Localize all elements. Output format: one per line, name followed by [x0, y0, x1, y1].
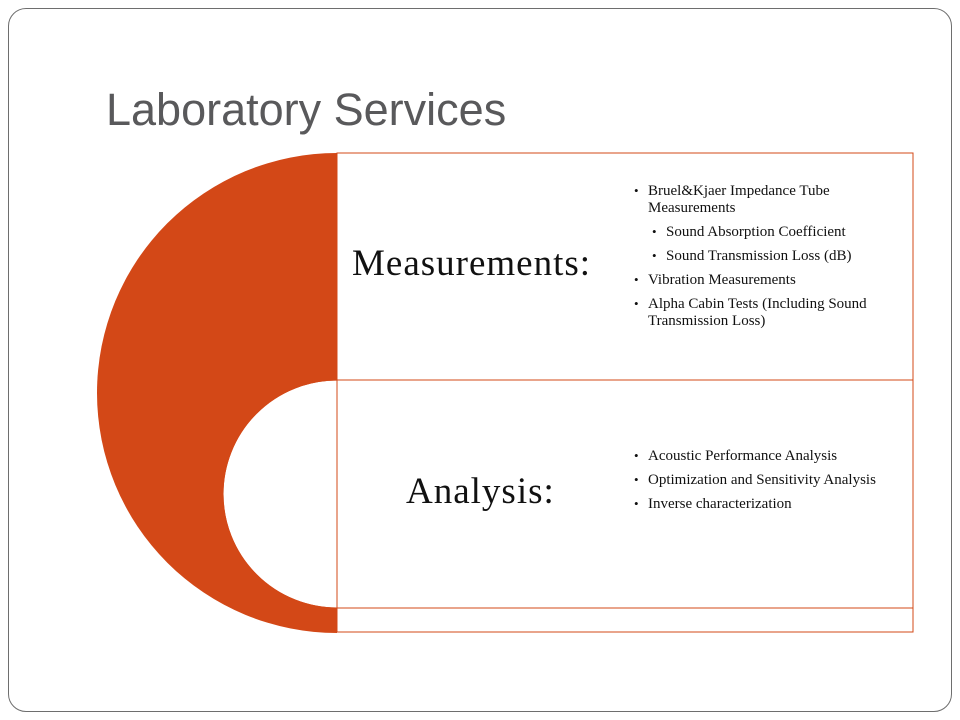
sub-bullet-item: Sound Transmission Loss (dB) [650, 247, 902, 265]
bullet-item: Bruel&Kjaer Impedance Tube Measurements [632, 182, 902, 217]
bullet-item: Vibration Measurements [632, 271, 902, 289]
analysis-label: Analysis: [406, 471, 555, 512]
measurements-label: Measurements: [352, 243, 592, 284]
measurements-bullet-list: Bruel&Kjaer Impedance Tube Measurements … [632, 182, 902, 337]
bullet-item: Inverse characterization [632, 495, 902, 513]
bullet-item: Optimization and Sensitivity Analysis [632, 471, 902, 489]
bottom-band [336, 607, 914, 633]
bullet-item: Acoustic Performance Analysis [632, 447, 902, 465]
slide-title: Laboratory Services [106, 84, 507, 135]
inner-arc-outline [222, 379, 338, 609]
bullet-item: Alpha Cabin Tests (Including Sound Trans… [632, 295, 902, 330]
analysis-bullet-list: Acoustic Performance Analysis Optimizati… [632, 447, 902, 520]
sub-bullet-item: Sound Absorption Coefficient [650, 223, 902, 241]
analysis-row-box [336, 379, 914, 609]
